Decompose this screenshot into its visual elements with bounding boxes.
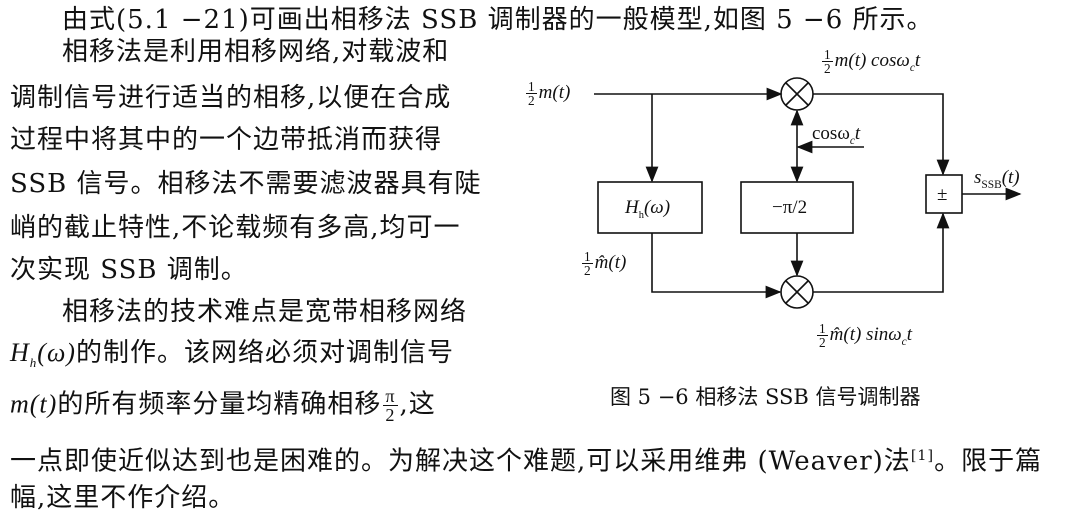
text-line-9: Hh(ω)的制作。该网络必须对调制信号	[10, 338, 454, 378]
math-m: m(t)	[10, 389, 58, 419]
carrier-label: cosωct	[812, 124, 860, 147]
hilbert-block-label: Hh(ω)	[625, 198, 670, 221]
math-h-arg: (ω)	[37, 338, 76, 367]
line9-text: 的制作。该网络必须对调制信号	[75, 338, 454, 368]
t: t	[906, 324, 912, 346]
carrier: cosω	[812, 123, 850, 144]
arg: (ω)	[643, 197, 671, 218]
h: H	[625, 197, 639, 218]
text-line-6: 峭的截止特性,不论载频有多高,均可一	[10, 213, 461, 243]
line10-text: 的所有频率分量均精确相移	[57, 389, 382, 420]
citation-ref[interactable]: [1]	[910, 448, 935, 464]
top-to-sum	[813, 93, 950, 176]
frac-num: π	[383, 386, 398, 407]
frac-den: 2	[824, 61, 831, 77]
text-line-7: 次实现 SSB 调制。	[10, 255, 248, 285]
text-line-2: 相移法是利用相移网络,对载波和	[62, 37, 450, 67]
t: t	[914, 50, 921, 72]
bottom-product: m̂(t) sinω	[829, 324, 902, 346]
frac-num: 1	[582, 249, 593, 265]
text-line-5: SSB 信号。相移法不需要滤波器具有陡	[10, 169, 482, 199]
frac-den: 2	[584, 263, 591, 279]
text-line-11: 一点即使近似达到也是困难的。为解决这个难题,可以采用维弗 (Weaver)法[1…	[10, 441, 1042, 477]
text-line-12: 幅,这里不作介绍。	[10, 483, 236, 513]
sub: c	[849, 134, 855, 147]
sub: c	[909, 61, 915, 74]
sum-block-label: ±	[937, 184, 948, 205]
frac-num: 1	[817, 321, 828, 337]
text-line-8: 相移法的技术难点是宽带相移网络	[62, 297, 468, 327]
text-line-4: 过程中将其中的一个边带抵消而获得	[10, 125, 443, 155]
t: t	[854, 123, 861, 144]
frac-num: 1	[822, 47, 833, 63]
frac-num: 1	[526, 79, 537, 95]
frac-den: 2	[819, 335, 826, 351]
sub: h	[638, 209, 644, 221]
input-signal: m(t)	[538, 82, 571, 104]
m-hat: m̂(t)	[594, 252, 627, 274]
figure-caption: 图 5 −6 相移法 SSB 信号调制器	[610, 385, 921, 409]
sub: SSB	[981, 178, 1002, 191]
phase-block-label: −π/2	[772, 197, 808, 218]
top-product: m(t) cosω	[834, 50, 910, 72]
bottom-to-sum	[813, 212, 950, 293]
frac-den: 2	[385, 405, 396, 426]
sub: c	[901, 335, 907, 348]
s: s	[974, 167, 982, 188]
line10-tail: ,这	[399, 389, 436, 420]
text-line-1: 由式(5.1 −21)可画出相移法 SSB 调制器的一般模型,如图 5 −6 所…	[62, 5, 934, 35]
output-label: sSSB(t)	[974, 168, 1020, 191]
math-h-sub: h	[29, 355, 38, 371]
line11-text: 一点即使近似达到也是困难的。为解决这个难题,可以采用维弗 (Weaver)法	[10, 446, 911, 477]
line11-tail: 。限于篇	[934, 446, 1043, 477]
hilbert-block	[597, 181, 703, 234]
frac-den: 2	[528, 93, 535, 109]
math-h: H	[10, 338, 30, 367]
hilbert-out-line	[651, 233, 782, 299]
text-line-3: 调制信号进行适当的相移,以便在合成	[10, 83, 452, 113]
arg: (t)	[1001, 167, 1020, 188]
